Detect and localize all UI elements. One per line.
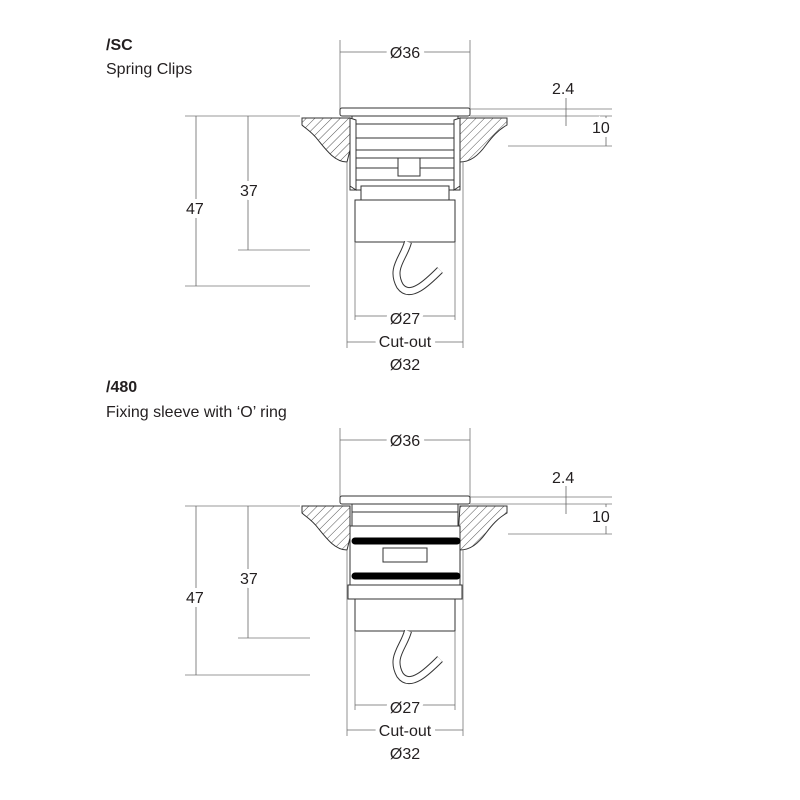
- cable: [392, 629, 443, 685]
- dim-label-height-total: 47: [186, 590, 204, 607]
- dimension-diameter-top: Ø36: [339, 428, 471, 498]
- mounting-surface-right: [457, 117, 508, 163]
- dimension-mount-thickness: 10: [508, 504, 614, 535]
- dim-label-cutout: Cut-out: [379, 334, 432, 351]
- dim-label-diameter-top: Ø36: [390, 45, 420, 62]
- section-code: /SC: [106, 37, 133, 54]
- dimension-diameter-top: Ø36: [339, 40, 471, 110]
- dim-label-mount-thickness: 10: [592, 120, 610, 137]
- dim-label-flange: 2.4: [552, 81, 574, 98]
- dimension-flange: 2.4: [470, 81, 612, 126]
- dimension-flange: 2.4: [470, 470, 612, 514]
- dim-label-mount-thickness: 10: [592, 509, 610, 526]
- dimension-cutout: Cut-out Ø32: [346, 162, 464, 374]
- dim-label-diameter-body: Ø27: [390, 700, 420, 717]
- cable: [392, 240, 443, 296]
- mounting-surface-right: [457, 505, 508, 551]
- spring-clips: [349, 117, 461, 191]
- dimension-diameter-body: Ø27: [354, 631, 456, 721]
- dim-label-height-body: 37: [240, 571, 258, 588]
- mounting-surface-left: [301, 505, 351, 551]
- luminaire-body: [339, 495, 471, 632]
- dim-label-height-total: 47: [186, 201, 204, 218]
- dimension-height-body: 37: [236, 506, 310, 639]
- dim-label-cutout: Cut-out: [379, 723, 432, 740]
- dim-label-diameter-top: Ø36: [390, 433, 420, 450]
- section-code: /480: [106, 379, 137, 396]
- section-o-ring-sleeve: /480 Fixing sleeve with ‘O’ ring Ø36 2.4…: [106, 379, 614, 763]
- dim-label-diameter-cutout: Ø32: [390, 746, 420, 763]
- dimension-diameter-body: Ø27: [354, 242, 456, 332]
- dimension-height-body: 37: [236, 116, 310, 251]
- dimension-height-total: 47: [182, 115, 310, 287]
- dimension-mount-thickness: 10: [508, 116, 614, 147]
- dim-label-flange: 2.4: [552, 470, 574, 487]
- section-description: Fixing sleeve with ‘O’ ring: [106, 404, 287, 421]
- mounting-surface-left: [301, 117, 351, 163]
- dim-label-diameter-cutout: Ø32: [390, 357, 420, 374]
- dim-label-height-body: 37: [240, 183, 258, 200]
- section-spring-clips: /SC Spring Clips Ø36 2.4 10 47: [106, 37, 614, 374]
- luminaire-body: [339, 107, 471, 243]
- section-description: Spring Clips: [106, 61, 192, 78]
- dimension-cutout: Cut-out Ø32: [346, 550, 464, 763]
- dimension-height-total: 47: [182, 505, 310, 676]
- o-rings: [351, 537, 461, 580]
- dim-label-diameter-body: Ø27: [390, 311, 420, 328]
